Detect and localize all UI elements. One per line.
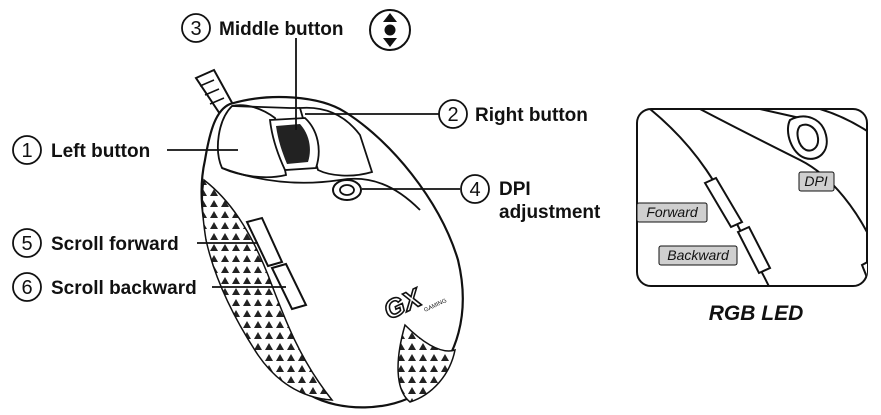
scroll-forward-label: Scroll forward [51, 234, 179, 255]
inset-caption: RGB LED [709, 302, 804, 325]
dpi-button [332, 179, 362, 201]
scroll-backward-side-button [270, 262, 308, 311]
right-button-label: Right button [475, 105, 588, 126]
svg-text:2: 2 [447, 104, 458, 126]
svg-text:4: 4 [469, 179, 480, 201]
scroll-updown-icon [369, 9, 411, 51]
rgb-led-inset: DPI Forward Backward RGB LED [636, 108, 868, 325]
scroll-forward-side-button [245, 216, 284, 268]
callout-scroll-forward: 5 Scroll forward [12, 228, 179, 258]
leader-lines [167, 38, 460, 288]
svg-text:1: 1 [21, 140, 32, 162]
callout-middle-button: 3 Middle button [181, 9, 411, 51]
mouse-illustration: GX GAMING [194, 68, 464, 409]
svg-text:Forward: Forward [646, 204, 699, 220]
callout-left-button: 1 Left button [12, 135, 150, 165]
dpi-label-line2: adjustment [499, 202, 601, 223]
callout-right-button: 2 Right button [438, 99, 588, 129]
inset-tag-backward: Backward [658, 245, 738, 266]
middle-button-label: Middle button [219, 19, 344, 40]
inset-tag-forward: Forward [636, 202, 708, 223]
callout-scroll-backward: 6 Scroll backward [12, 272, 197, 302]
svg-text:6: 6 [21, 277, 32, 299]
left-grip-texture [201, 178, 334, 401]
svg-text:3: 3 [190, 18, 201, 40]
svg-text:5: 5 [21, 233, 32, 255]
dpi-label-line1: DPI [499, 179, 531, 200]
left-button-label: Left button [51, 141, 150, 162]
right-grip-texture [397, 323, 456, 403]
callout-dpi-adjustment: 4 DPI adjustment [460, 174, 601, 223]
scroll-backward-label: Scroll backward [51, 278, 197, 299]
svg-text:DPI: DPI [804, 173, 827, 189]
inset-tag-dpi: DPI [798, 171, 835, 192]
svg-text:Backward: Backward [667, 247, 730, 263]
scroll-wheel [269, 117, 320, 171]
